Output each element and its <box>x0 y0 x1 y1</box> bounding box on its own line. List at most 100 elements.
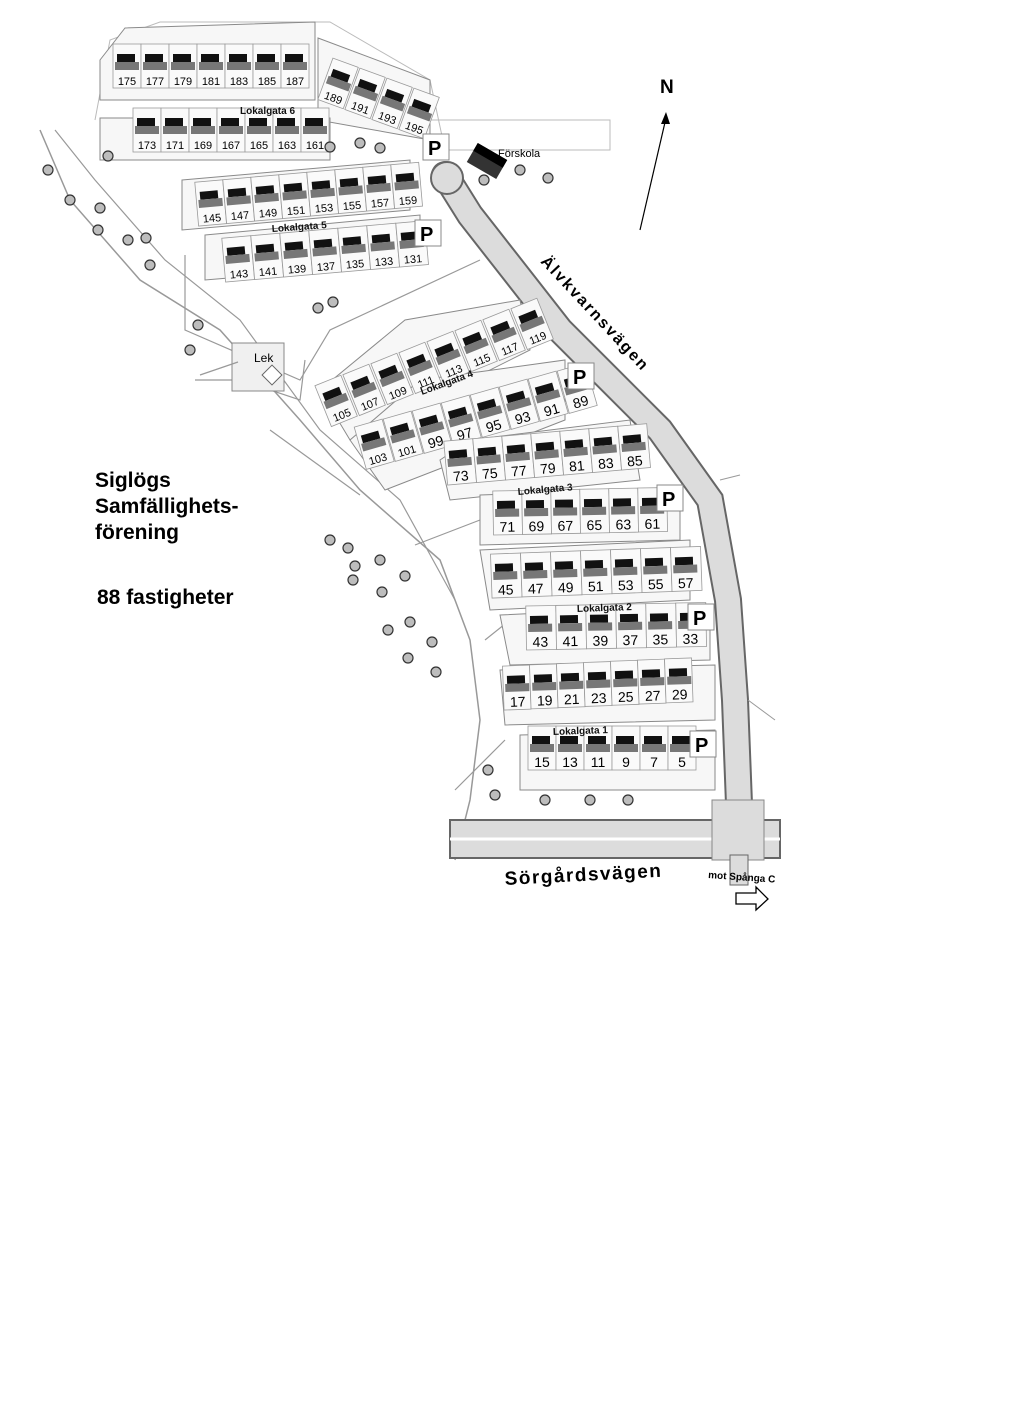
house-lot: 163 <box>272 107 302 153</box>
street-label-3: Lokalgata 3 <box>517 482 573 498</box>
tree-icon <box>478 174 490 186</box>
estate-ground <box>39 21 611 861</box>
house-lot: 21 <box>556 662 586 709</box>
house-roof <box>554 561 574 570</box>
house-number: 95 <box>484 416 504 436</box>
tree-icon <box>144 259 156 271</box>
house-roof <box>644 557 664 567</box>
house-roof <box>518 309 539 324</box>
tree-icon <box>347 574 359 586</box>
house-roof <box>378 364 399 379</box>
house-number: 137 <box>316 261 335 275</box>
house-roof <box>418 414 439 428</box>
house-lot: 73 <box>443 438 477 486</box>
property-count: 88 fastigheter <box>97 586 234 609</box>
parking-markers: P P P P P P <box>414 133 717 758</box>
house-roof <box>533 674 553 683</box>
house-lot: 105 <box>314 374 358 428</box>
house-number: 29 <box>672 686 688 703</box>
house-roof <box>367 175 387 185</box>
house-lot: 165 <box>244 107 274 153</box>
house-roof <box>313 238 333 249</box>
tree-icon <box>382 624 394 636</box>
tree-icon <box>349 560 361 572</box>
house-roof <box>342 236 362 246</box>
house-number: 15 <box>534 754 550 770</box>
playground-label: Lek <box>254 351 274 365</box>
tree-icon <box>184 344 196 356</box>
street-label-2: Lokalgata 2 <box>577 602 633 615</box>
house-roof <box>411 98 432 113</box>
house-number: 77 <box>510 462 527 479</box>
house-lot: 63 <box>608 487 639 534</box>
tree-icon <box>489 789 501 801</box>
house-lot: 111 <box>398 341 442 395</box>
house-lot: 139 <box>279 230 313 278</box>
house-roof <box>173 54 191 62</box>
house-lot: 177 <box>140 43 170 89</box>
house-lot: 183 <box>224 43 254 89</box>
house-roof <box>257 54 275 62</box>
house-roof <box>560 736 578 744</box>
house-number: 81 <box>568 457 585 474</box>
house-number: 169 <box>194 140 212 152</box>
house-number: 43 <box>532 634 548 650</box>
house-number: 89 <box>571 392 591 412</box>
house-roof <box>525 500 545 509</box>
house-number: 63 <box>615 516 631 532</box>
house-number: 131 <box>403 253 422 267</box>
house-lot: 109 <box>370 352 414 406</box>
house-roof <box>668 668 688 677</box>
house-lot: 157 <box>362 164 395 212</box>
house-roof <box>554 499 574 508</box>
house-lot: 159 <box>390 161 423 209</box>
street-label-5: Lokalgata 5 <box>271 220 327 235</box>
house-number: 75 <box>481 465 498 482</box>
house-lot: 83 <box>588 425 622 473</box>
tree-icon <box>399 570 411 582</box>
house-roof <box>277 118 295 126</box>
house-roof <box>145 54 163 62</box>
house-lot: 167 <box>216 107 246 153</box>
house-lot: 47 <box>520 551 553 598</box>
house-lot: 29 <box>664 657 694 704</box>
house-lot: 11 <box>583 725 613 771</box>
house-roof <box>305 118 323 126</box>
house-roof <box>506 444 526 454</box>
house-roof <box>535 441 555 452</box>
tree-icon <box>622 794 634 806</box>
house-lot: 151 <box>278 171 311 219</box>
house-lot: 101 <box>382 410 424 462</box>
house-number: 91 <box>542 400 562 420</box>
house-roof <box>644 736 662 744</box>
street-label-6: Lokalgata 6 <box>240 106 295 117</box>
house-lot: 19 <box>529 663 559 710</box>
preschool: Förskola <box>466 142 541 180</box>
house-lot: 133 <box>366 222 400 270</box>
house-lot: 45 <box>490 552 523 599</box>
main-road <box>430 161 781 886</box>
parking-4: P <box>567 362 595 390</box>
house-lot: 69 <box>521 489 552 535</box>
house-lot: 107 <box>342 363 386 417</box>
house-roof <box>199 190 219 200</box>
house-roof <box>649 613 669 622</box>
house-number: 65 <box>586 517 602 533</box>
house-lot: 141 <box>250 232 284 280</box>
house-number: 39 <box>592 632 608 648</box>
house-roof <box>612 498 632 507</box>
house-number: 195 <box>403 120 424 138</box>
house-number: 73 <box>452 467 469 484</box>
title-line-1: Siglögs <box>95 469 171 492</box>
house-number: 139 <box>287 263 306 277</box>
house-number: 13 <box>562 754 578 770</box>
house-lot: 17 <box>502 664 532 711</box>
house-lot: 143 <box>221 235 255 283</box>
house-lot: 91 <box>527 370 569 422</box>
house-roof <box>641 497 661 506</box>
tree-icon <box>374 554 386 566</box>
house-roof <box>559 615 579 624</box>
house-number: 147 <box>230 210 249 224</box>
house-roof <box>322 386 343 401</box>
house-number: 103 <box>368 451 389 468</box>
